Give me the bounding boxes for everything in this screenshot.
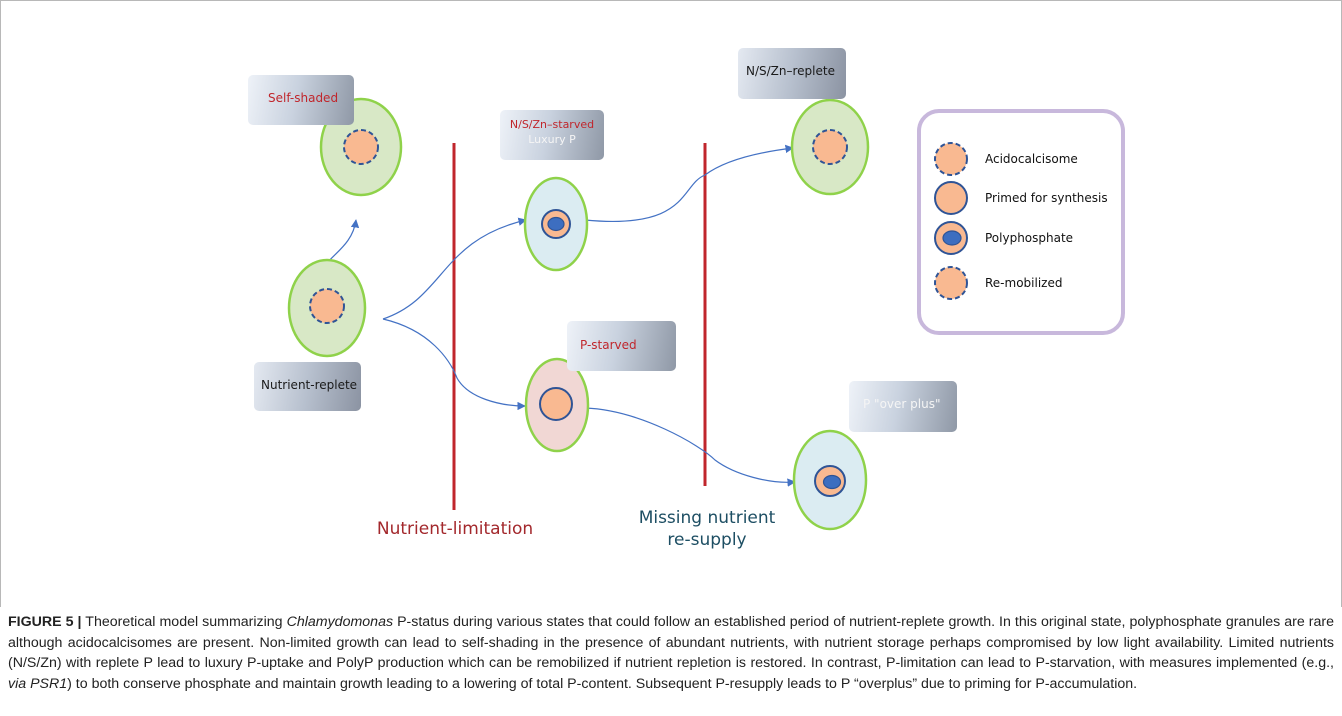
p-starved-label: P-starved [580,338,637,352]
caption-part-3: ) to both conserve phosphate and maintai… [67,675,1138,692]
legend-polyphosphate-label: Polyphosphate [985,231,1074,245]
diagram-canvas [287,97,968,531]
nsz-replete-tag: N/S/Zn–replete [738,48,846,99]
arrow-to-nsz-replete [584,144,794,222]
legend-primed-symbol [934,181,968,215]
legend-box [917,109,1125,335]
p-starved-tag: P-starved [567,321,676,371]
caption-part-1: Theoretical model summarizing [81,614,287,630]
cell-nsz-replete [790,98,870,196]
cell-nutrient-replete [287,258,367,358]
cell-p-starved [524,357,590,453]
missing-resupply-line2: re-supply [667,530,747,550]
legend-remobilized-symbol [934,266,968,300]
acidocalcisome-granule [309,288,345,324]
cell-p-overplus [792,429,868,531]
figure-label: FIGURE 5 | [8,614,82,630]
caption-part-2: P-status during various states that coul… [8,614,1335,672]
acidocalcisome-granule [343,129,379,165]
nsz-starved-tag: N/S/Zn–starved Luxury P [500,110,604,160]
arrow-to-p-overplus [584,407,796,487]
legend-remobilized-label: Re-mobilized [985,276,1063,290]
missing-resupply-line1: Missing nutrient [638,508,776,528]
legend-polyphosphate-core [942,230,962,246]
cell-nsz-starved [523,176,589,272]
nutrient-limitation-caption: Nutrient-limitation [376,519,534,539]
caption-italic-psr1: via PSR1 [8,675,68,692]
remobilized-granule [812,129,848,165]
primed-granule [539,387,573,421]
p-overplus-label: P "over plus" [863,397,941,411]
luxury-p-label: Luxury P [528,133,576,146]
legend-primed-label: Primed for synthesis [985,191,1108,205]
caption-italic-species: Chlamydomonas [286,614,394,630]
arrow-to-p-starved [382,318,526,411]
p-overplus-tag: P "over plus" [849,381,957,432]
legend-acidocalcisome-label: Acidocalcisome [985,152,1078,166]
nsz-replete-label: N/S/Zn–replete [746,64,835,78]
polyphosphate-core [547,216,565,232]
nutrient-replete-tag: Nutrient-replete [254,362,361,411]
arrow-to-nsz-starved [382,217,527,320]
figure-caption: FIGURE 5 | Theoretical model summarizing… [8,612,1334,694]
missing-resupply-caption: Missing nutrient re-supply [627,507,787,551]
self-shaded-tag: Self-shaded [248,75,354,125]
nsz-starved-label: N/S/Zn–starved [509,118,595,131]
figure-frame [0,0,1342,607]
polyphosphate-core [822,474,842,490]
self-shaded-label: Self-shaded [268,91,339,105]
nutrient-replete-label: Nutrient-replete [261,378,358,392]
legend-acidocalcisome-symbol [934,142,968,176]
